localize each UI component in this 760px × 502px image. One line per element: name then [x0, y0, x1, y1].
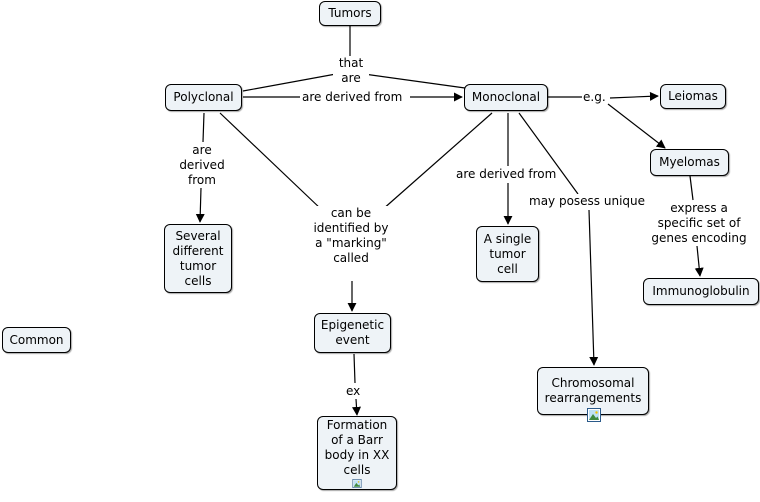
image-resource-icon[interactable]: [350, 479, 364, 488]
image-resource-icon[interactable]: [587, 408, 601, 422]
concept-tumors[interactable]: Tumors: [319, 1, 381, 26]
concept-label: Chromosomal rearrangements: [544, 376, 642, 405]
concept-label: Tumors: [328, 6, 372, 20]
link-label-that-are: that are: [333, 56, 369, 86]
concept-label: Leiomas: [668, 89, 718, 103]
concept-single-tumor-cell[interactable]: A single tumor cell: [476, 226, 539, 282]
concept-chromosomal-rearrangements[interactable]: Chromosomal rearrangements: [537, 367, 649, 422]
link-label-ex: ex: [345, 384, 362, 399]
concept-epigenetic-event[interactable]: Epigenetic event: [314, 313, 391, 353]
link-label-posess-unique: may posess unique: [528, 194, 647, 209]
concept-immunoglobulin[interactable]: Immunoglobulin: [643, 278, 759, 305]
concept-label: Formation of a Barr body in XX cells: [324, 418, 390, 477]
concept-label: Myelomas: [659, 155, 720, 169]
concept-monoclonal[interactable]: Monoclonal: [464, 84, 548, 111]
concept-myelomas[interactable]: Myelomas: [650, 149, 729, 176]
link-label-derived-from-left: are derived from: [174, 143, 230, 188]
concept-barr-body[interactable]: Formation of a Barr body in XX cells: [317, 416, 397, 490]
concept-label: Epigenetic event: [320, 318, 385, 347]
concept-label: Monoclonal: [471, 90, 541, 104]
concept-several-tumor-cells[interactable]: Several different tumor cells: [164, 224, 232, 293]
concept-label: A single tumor cell: [483, 231, 532, 276]
concept-leiomas[interactable]: Leiomas: [660, 84, 726, 109]
link-label-express-genes: express a specific set of genes encoding: [646, 201, 752, 246]
link-label-identified-marking: can be identified by a "marking" called: [310, 206, 392, 266]
link-label-derived-from-top: are derived from: [301, 90, 404, 105]
concept-label: Polyclonal: [173, 90, 234, 104]
concept-label: Several different tumor cells: [172, 228, 224, 288]
link-label-eg: e.g.: [582, 90, 607, 105]
concept-label: Immunoglobulin: [652, 284, 750, 298]
concept-polyclonal[interactable]: Polyclonal: [165, 84, 242, 111]
concept-label: Common: [9, 332, 64, 347]
concept-common[interactable]: Common: [2, 327, 71, 353]
link-label-derived-from-right: are derived from: [455, 167, 558, 182]
